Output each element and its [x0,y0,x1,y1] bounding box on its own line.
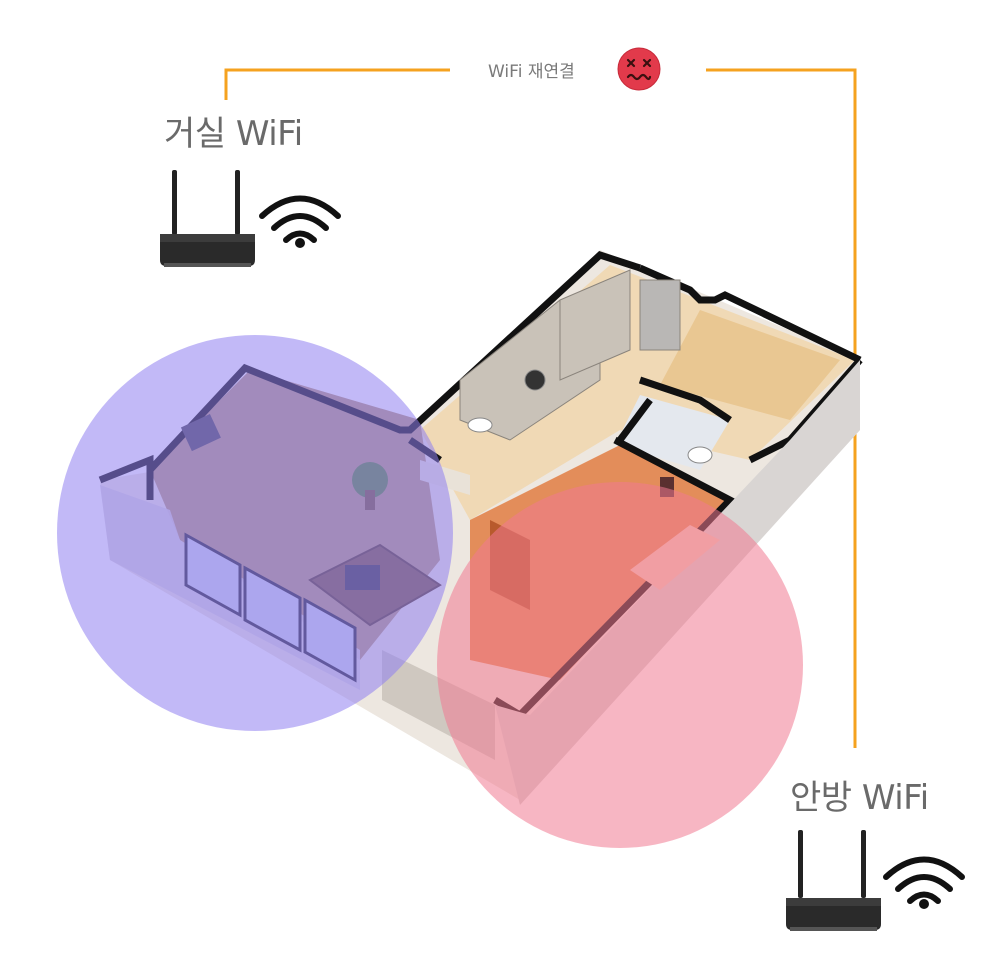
connector-line-right [706,68,857,748]
room-wifi-label: 안방 WiFi [790,778,929,818]
living-wifi-label: 거실 WiFi [164,114,303,154]
connector-lines [224,68,857,748]
wifi-signal-icon [259,195,341,248]
router-icon [786,830,881,931]
reconnect-label: WiFi 재연결 [488,62,575,82]
room-wifi-coverage [437,482,803,848]
living-wifi-coverage [57,335,453,731]
connector-line-left [224,68,450,100]
dizzy-face-icon [617,47,661,91]
wifi-signal-icon [883,856,965,909]
router-icon [160,170,255,267]
